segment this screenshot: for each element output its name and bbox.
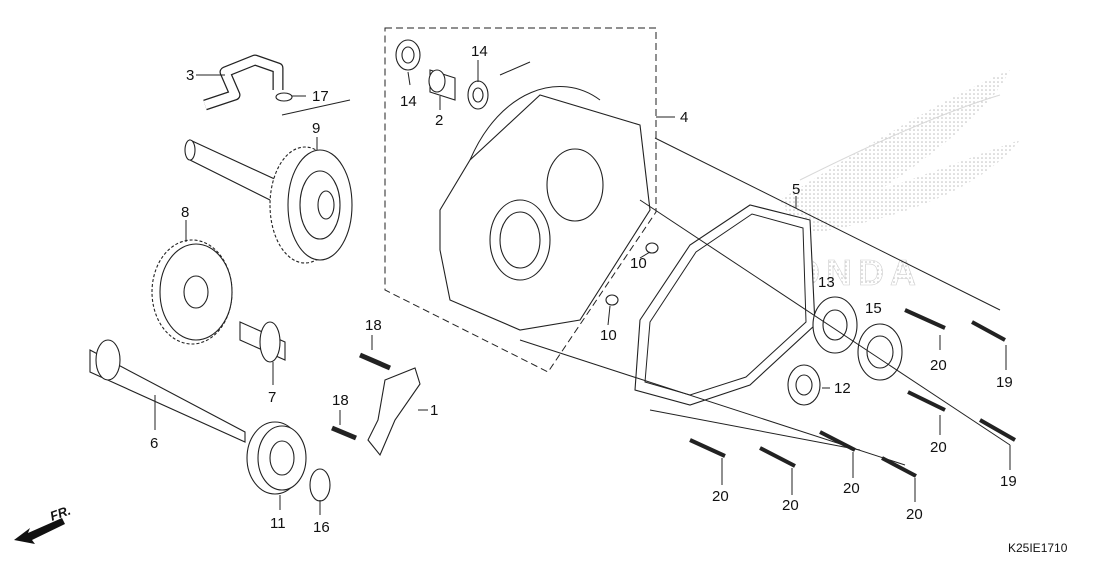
callout-3: 3 (186, 67, 194, 84)
gear-part-8 (151, 239, 233, 345)
callout-10a: 10 (630, 255, 647, 272)
pinion-part-7 (239, 321, 286, 363)
dowel-part-10 (605, 242, 659, 306)
clip-part-17 (275, 92, 293, 102)
callout-18a: 18 (365, 317, 382, 334)
callout-16: 16 (313, 519, 330, 536)
collar-part-2 (428, 69, 456, 101)
callout-20f: 20 (906, 506, 923, 523)
callout-7: 7 (268, 389, 276, 406)
callout-8: 8 (181, 204, 189, 221)
tube-part-3 (203, 54, 284, 111)
callout-2: 2 (435, 112, 443, 129)
callout-15: 15 (865, 300, 882, 317)
case-group-dashed-box (384, 27, 657, 373)
callout-11: 11 (270, 515, 286, 532)
countershaft-part-9 (184, 139, 353, 264)
front-direction-label: FR. (48, 503, 73, 524)
callout-20e: 20 (843, 480, 860, 497)
gasket-part-5 (634, 204, 816, 406)
bolts-part-19-20 (689, 308, 1016, 478)
callout-4: 4 (680, 109, 688, 126)
callout-10b: 10 (600, 327, 617, 344)
shaft-part-6 (89, 339, 246, 443)
transmission-case-part-4 (439, 86, 651, 331)
callout-20a: 20 (930, 357, 947, 374)
callout-9: 9 (312, 120, 320, 137)
seal-part-15 (857, 323, 903, 381)
bearing-part-12 (787, 364, 821, 406)
callout-20b: 20 (930, 439, 947, 456)
callout-17: 17 (312, 88, 329, 105)
callout-5: 5 (792, 181, 800, 198)
seal-part-14b (467, 80, 489, 110)
callout-20d: 20 (782, 497, 799, 514)
callout-1: 1 (430, 402, 438, 419)
bolt-part-18 (331, 352, 391, 441)
front-direction-arrow-icon: FR. (14, 503, 73, 544)
callout-13: 13 (818, 274, 835, 291)
callout-6: 6 (150, 435, 158, 452)
figure-code: K25IE1710 (1008, 541, 1068, 555)
callout-18b: 18 (332, 392, 349, 409)
bracket-part-1 (367, 367, 421, 457)
callout-19b: 19 (1000, 473, 1017, 490)
seal-part-14 (395, 39, 421, 71)
circlip-part-16 (309, 468, 331, 502)
callout-20c: 20 (712, 488, 729, 505)
bearing-part-11 (246, 421, 307, 495)
callout-19a: 19 (996, 374, 1013, 391)
leader-lines (154, 60, 1011, 515)
bearing-part-13 (812, 296, 858, 354)
callout-14b: 14 (471, 43, 488, 60)
callout-12: 12 (834, 380, 851, 397)
callout-14a: 14 (400, 93, 417, 110)
